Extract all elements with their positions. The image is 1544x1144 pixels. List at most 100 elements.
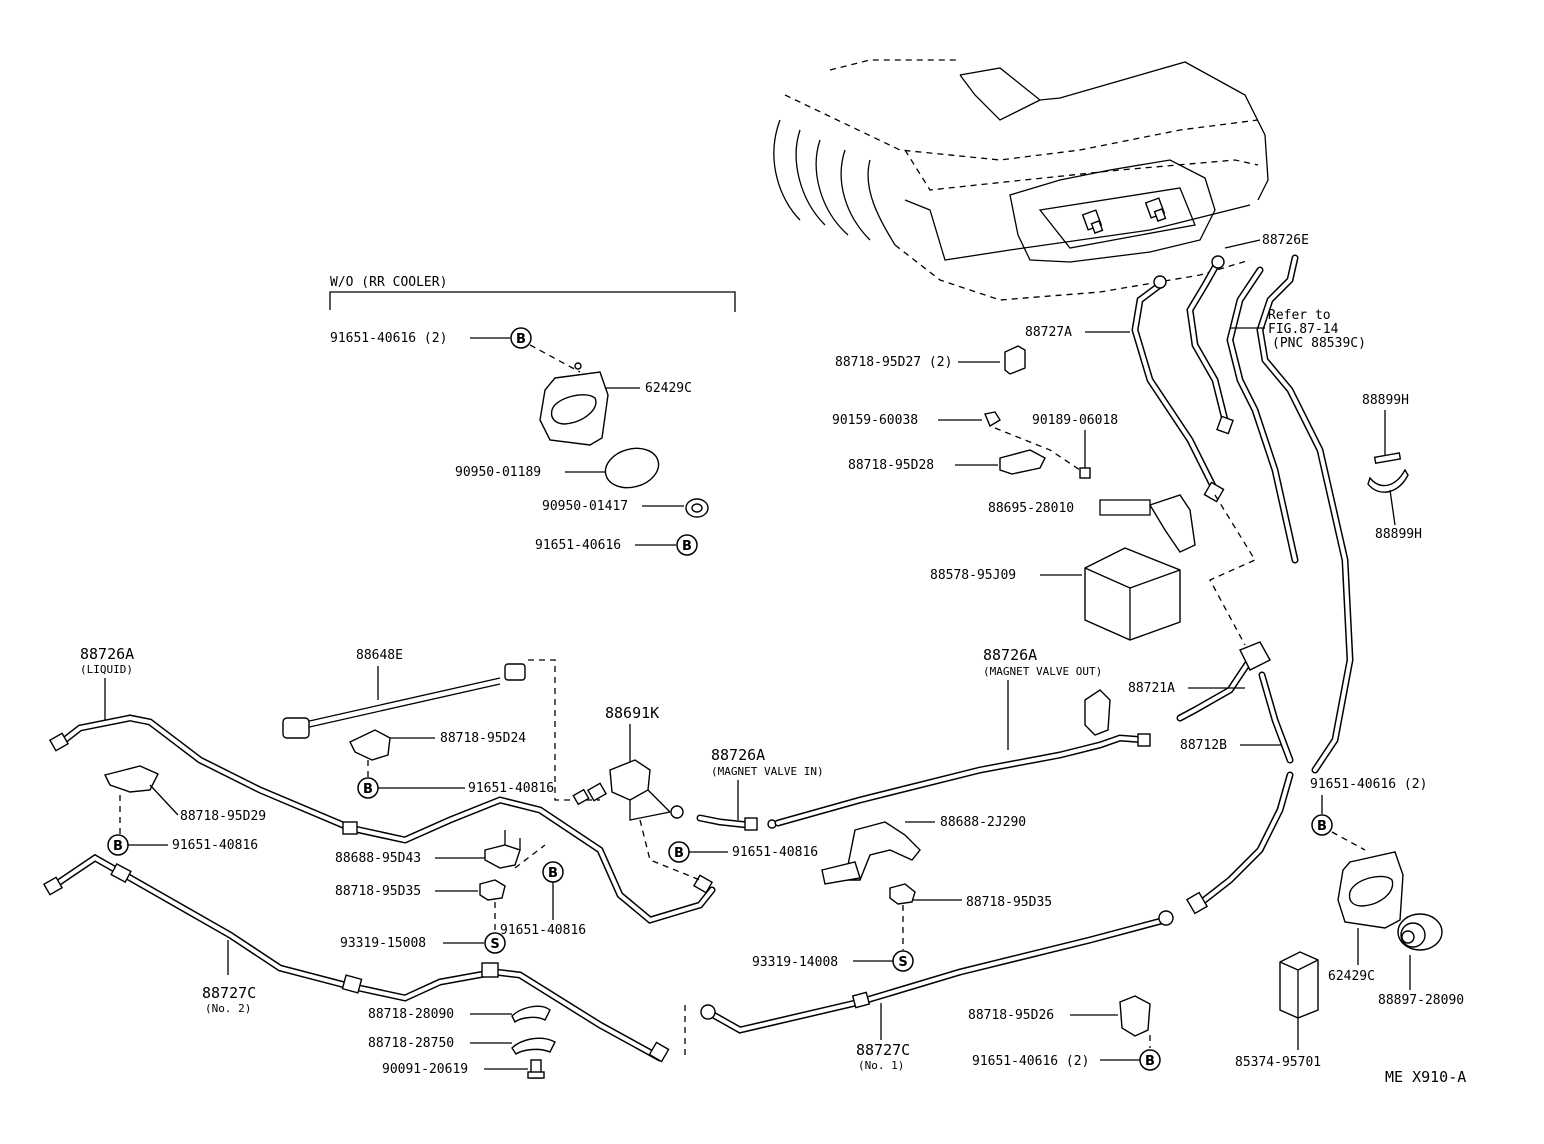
part-label-91651-40616-mid: 91651-40616 bbox=[535, 538, 621, 553]
bracket-icon bbox=[999, 449, 1046, 475]
part-label-88727a: 88727A bbox=[1025, 325, 1072, 340]
b-callout: B bbox=[1311, 814, 1333, 836]
part-label-93319-15008: 93319-15008 bbox=[340, 936, 426, 951]
part-label-88688-2j290: 88688-2J290 bbox=[940, 815, 1026, 830]
hose-88712b bbox=[1258, 671, 1294, 764]
part-label-88721a: 88721A bbox=[1128, 681, 1175, 696]
part-label-88899h-top: 88899H bbox=[1362, 393, 1409, 408]
part-label-93319-14008: 93319-14008 bbox=[752, 955, 838, 970]
clamp-icon bbox=[103, 765, 159, 793]
figure-code: ME X910-A bbox=[1385, 1068, 1466, 1086]
wo-rr-cooler-label: W/O (RR COOLER) bbox=[330, 275, 447, 290]
svg-text:FIG.87-14: FIG.87-14 bbox=[1268, 322, 1339, 337]
screw-icon bbox=[527, 1059, 545, 1079]
svg-text:B: B bbox=[682, 539, 692, 554]
part-label-91651-40816-c: 91651-40816 bbox=[732, 845, 818, 860]
part-label-90159-60038: 90159-60038 bbox=[832, 413, 918, 428]
bolt-icon bbox=[984, 411, 1001, 428]
b-callout: B bbox=[542, 861, 564, 883]
svg-text:B: B bbox=[113, 839, 123, 854]
pipe-88726e bbox=[1186, 255, 1234, 435]
bracket-icon bbox=[821, 821, 921, 885]
part-label-91651-40816-a: 91651-40816 bbox=[468, 781, 554, 796]
clamp-icon bbox=[511, 1037, 556, 1055]
part-label-88726a-in-sub: (MAGNET VALVE IN) bbox=[711, 765, 824, 778]
thermistor-icon bbox=[282, 663, 526, 739]
b-callout: B bbox=[510, 327, 532, 349]
b-callout: B bbox=[1139, 1049, 1161, 1071]
relay-box-icon bbox=[1084, 547, 1181, 641]
part-label-91651-40616-2-bottom: 91651-40616 (2) bbox=[972, 1054, 1089, 1069]
grommet-icon bbox=[1397, 913, 1443, 951]
part-label-90950-01417: 90950-01417 bbox=[542, 499, 628, 514]
clip-hose-icon bbox=[1367, 468, 1409, 493]
grommet-icon bbox=[604, 447, 660, 489]
svg-text:B: B bbox=[363, 782, 373, 797]
part-label-91651-40816-b: 91651-40816 bbox=[172, 838, 258, 853]
part-label-88718-95d35-right: 88718-95D35 bbox=[966, 895, 1052, 910]
part-label-91651-40816-d: 91651-40816 bbox=[500, 923, 586, 938]
magnet-valve-icon bbox=[572, 759, 684, 821]
pipe-88726a-out bbox=[774, 689, 1151, 827]
part-label-88718-28750: 88718-28750 bbox=[368, 1036, 454, 1051]
svg-text:B: B bbox=[674, 846, 684, 861]
part-label-88688-95d43: 88688-95D43 bbox=[335, 851, 421, 866]
clip-icon bbox=[479, 879, 506, 901]
clamp-icon bbox=[349, 729, 391, 761]
part-label-88726a-liquid: 88726A bbox=[80, 645, 134, 663]
clip-icon bbox=[1004, 345, 1026, 375]
svg-text:B: B bbox=[1317, 819, 1327, 834]
bracket-icon bbox=[484, 830, 521, 869]
refer-to-note: Refer to FIG.87-14 (PNC 88539C) bbox=[1230, 308, 1366, 351]
cover-plate-icon bbox=[1337, 851, 1404, 929]
part-label-88726a-out: 88726A bbox=[983, 646, 1037, 664]
pipe-88726a-liquid bbox=[48, 714, 716, 924]
pipe-88727a bbox=[1131, 275, 1225, 503]
resistor-block-icon bbox=[1279, 951, 1319, 1019]
part-label-88712b: 88712B bbox=[1180, 738, 1227, 753]
b-callout: B bbox=[107, 834, 129, 856]
part-label-85374-95701: 85374-95701 bbox=[1235, 1055, 1321, 1070]
svg-text:B: B bbox=[548, 866, 558, 881]
nut-icon bbox=[1079, 467, 1091, 479]
part-label-88691k: 88691K bbox=[605, 704, 659, 722]
part-label-88718-95d26: 88718-95D26 bbox=[968, 1008, 1054, 1023]
part-label-88727c-no2: 88727C bbox=[202, 984, 256, 1002]
part-label-88727c-no1: 88727C bbox=[856, 1041, 910, 1059]
part-label-62429c-right: 62429C bbox=[1328, 969, 1375, 984]
clamp-icon bbox=[1119, 995, 1151, 1037]
part-label-88718-95d28: 88718-95D28 bbox=[848, 458, 934, 473]
part-label-88727c-no2-sub: (No. 2) bbox=[205, 1002, 251, 1015]
svg-text:(PNC 88539C): (PNC 88539C) bbox=[1272, 336, 1366, 351]
b-callout: B bbox=[357, 777, 379, 799]
part-label-91651-40616-2-right: 91651-40616 (2) bbox=[1310, 777, 1427, 792]
part-label-88726a-liquid-sub: (LIQUID) bbox=[80, 663, 133, 676]
part-label-88718-95d27-2: 88718-95D27 (2) bbox=[835, 355, 952, 370]
s-callout: S bbox=[484, 932, 506, 954]
part-label-90950-01189: 90950-01189 bbox=[455, 465, 541, 480]
part-label-62429c-top: 62429C bbox=[645, 381, 692, 396]
part-label-88897-28090: 88897-28090 bbox=[1378, 993, 1464, 1008]
pipe-88727c-no1 bbox=[700, 771, 1294, 1034]
refer-hose bbox=[1226, 254, 1354, 774]
part-label-88718-95d29: 88718-95D29 bbox=[180, 809, 266, 824]
svg-text:Refer to: Refer to bbox=[1268, 308, 1331, 323]
part-label-88727c-no1-sub: (No. 1) bbox=[858, 1059, 904, 1072]
pipe-88726a-in bbox=[696, 814, 777, 831]
hose-88721a bbox=[1176, 641, 1271, 722]
bolt-icon bbox=[1081, 209, 1104, 234]
svg-text:B: B bbox=[516, 332, 526, 347]
b-callout: B bbox=[676, 534, 698, 556]
part-label-88695-28010: 88695-28010 bbox=[988, 501, 1074, 516]
b-callout: B bbox=[668, 841, 690, 863]
svg-text:S: S bbox=[490, 937, 499, 952]
part-label-88578-95j09: 88578-95J09 bbox=[930, 568, 1016, 583]
spring-icon bbox=[1373, 452, 1402, 465]
svg-text:S: S bbox=[898, 955, 907, 970]
part-label-90189-06018: 90189-06018 bbox=[1032, 413, 1118, 428]
pipe-88727c-no2 bbox=[42, 853, 670, 1063]
part-label-88899h-bot: 88899H bbox=[1375, 527, 1422, 542]
grommet-ring-icon bbox=[685, 498, 709, 518]
bolt-icon bbox=[1144, 197, 1167, 222]
